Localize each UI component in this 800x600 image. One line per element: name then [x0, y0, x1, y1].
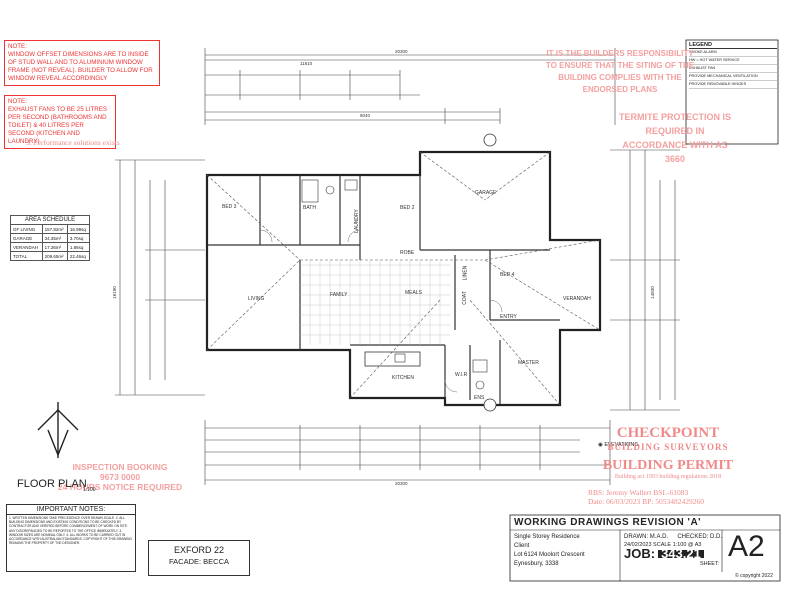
area-schedule-title: AREA SCHEDULE — [10, 215, 90, 224]
legend-item-label: EXHAUST FAN — [689, 66, 716, 70]
project-suburb: Eynesbury, 3338 — [514, 561, 559, 567]
area-schedule-cell: 16.99sq — [66, 224, 91, 234]
legend-item: EXHAUST FAN — [689, 65, 777, 73]
room-meals: MEALS — [405, 290, 422, 296]
room-bed4: BED 4 — [500, 272, 515, 278]
permit-rbs: RBS: Jeremy Wallert BSL-61083 — [588, 488, 689, 497]
design-name: EXFORD 22 — [173, 545, 224, 555]
room-bed2: BED 2 — [400, 205, 415, 211]
area-schedule-cell: TOTAL — [10, 251, 43, 261]
performance-solutions-note: 3. Performance solutions exists — [26, 138, 120, 147]
area-schedule-cell: 34.35m² — [41, 233, 68, 243]
room-coat: COAT — [461, 291, 468, 305]
inspection-title: INSPECTION BOOKING — [72, 462, 168, 472]
room-ens: ENS — [474, 395, 485, 401]
legend-item: PROVIDE MECHANICAL VENTILATION — [689, 73, 777, 81]
important-notes-title: IMPORTANT NOTES: — [7, 505, 135, 515]
dim-right-overall: 14830 — [649, 286, 655, 299]
project-client: Client — [514, 543, 530, 549]
floor-plan-title: FLOOR PLAN 1:100 — [17, 478, 96, 493]
checked-by: CHECKED: D.D. — [677, 534, 722, 540]
copyright: © copyright 2022 — [735, 573, 773, 579]
area-schedule-cell: GARAGE — [10, 233, 43, 243]
legend-item: PROVIDE REMOVABLE HINGES — [689, 81, 777, 89]
design-name-box: EXFORD 22 FACADE: BECCA — [148, 540, 250, 576]
legend-item: HW = HOT WATER SERVICE — [689, 57, 777, 65]
important-notes: IMPORTANT NOTES: 1. WRITTEN DIMENSIONS T… — [6, 504, 136, 572]
legend-item-label: PROVIDE MECHANICAL VENTILATION — [689, 74, 758, 78]
room-wir: W.I.R — [455, 372, 468, 378]
checkpoint-permit-stamp: CHECKPOINT BUILDING SURVEYORS BUILDING P… — [578, 425, 758, 506]
area-schedule-cell: 157.82m² — [41, 224, 68, 234]
room-verandah: VERANDAH — [563, 296, 591, 302]
exhaust-fan-note: NOTE: EXHAUST FANS TO BE 25 LITRES PER S… — [4, 95, 116, 149]
legend-item-label: HW = HOT WATER SERVICE — [689, 58, 740, 62]
checkpoint-title: CHECKPOINT — [616, 425, 720, 441]
job-number: 343.21 — [658, 547, 704, 560]
sheet-label: SHEET: — [700, 561, 720, 567]
dim-left-overall: 16190 — [111, 286, 117, 299]
room-garage: GARAGE — [475, 190, 497, 196]
room-bath: BATH — [303, 205, 316, 211]
elevations-reference: ◉ ELEVATIONS — [598, 442, 639, 448]
floor-plan-scale: 1:100 — [83, 487, 96, 493]
room-robe: ROBE — [400, 250, 415, 256]
area-schedule-cell: GF LIVING — [10, 224, 43, 234]
project-name: Single Storey Residence — [514, 534, 580, 540]
window-offset-note: NOTE: WINDOW OFFSET DIMENSIONS ARE TO IN… — [4, 40, 160, 86]
design-facade: FACADE: BECCA — [168, 557, 229, 566]
building-permit-title: BUILDING PERMIT — [602, 458, 734, 473]
area-schedule-cell: 17.36m² — [41, 242, 68, 252]
sheet-number: A2 — [728, 530, 765, 563]
dim-top-third: 8040 — [360, 113, 371, 118]
room-living: LIVING — [248, 296, 265, 302]
area-schedule-cell: 209.65m² — [41, 251, 68, 261]
room-laundry: LAUNDRY — [353, 209, 360, 233]
permit-act: Building act 1993 building regulations 2… — [614, 474, 722, 480]
drawn-by: DRAWN: M.A.D. — [624, 534, 669, 540]
legend-item-label: SMOKE ALARM — [689, 50, 717, 54]
area-schedule-cell: 3.70sq — [66, 233, 91, 243]
room-bed3: BED 3 — [222, 204, 237, 210]
permit-date: Date: 06/03/2023 BP: 5053482429260 — [588, 497, 705, 506]
area-schedule-cell: 22.46sq — [66, 251, 91, 261]
builder-responsibility-stamp: IT IS THE BUILDERS RESPONSIBILITY TO ENS… — [545, 49, 695, 94]
inspection-notice: 24 HOURS NOTICE REQUIRED — [57, 482, 183, 492]
termite-protection-stamp: TERMITE PROTECTION IS REQUIRED IN ACCORD… — [618, 112, 731, 164]
legend-item: SMOKE ALARM — [689, 49, 777, 57]
legend-item-label: PROVIDE REMOVABLE HINGES — [689, 82, 747, 86]
room-family: FAMILY — [330, 292, 348, 298]
dim-top-second: 11810 — [300, 61, 313, 66]
area-schedule-cell: VERANDAH — [10, 242, 43, 252]
legend-title: LEGEND — [689, 42, 777, 49]
title-block-project: Single Storey Residence Client Lot 6124 … — [514, 533, 585, 569]
room-linen: LINEN — [462, 265, 469, 281]
inspection-phone: 9673 0000 — [99, 472, 141, 482]
checkpoint-subtitle: BUILDING SURVEYORS — [607, 442, 729, 452]
important-notes-body: 1. WRITTEN DIMENSIONS TAKE PRECEDENCE OV… — [9, 516, 132, 546]
legend: LEGEND SMOKE ALARM HW = HOT WATER SERVICE… — [689, 42, 777, 89]
date-scale: 24/02/2023 SCALE 1:100 @ A3 — [624, 542, 702, 548]
room-kitchen: KITCHEN — [392, 375, 414, 381]
job-label: JOB: — [624, 546, 656, 561]
title-block-heading: WORKING DRAWINGS REVISION 'A' — [514, 517, 702, 528]
room-entry: ENTRY — [500, 314, 517, 320]
area-schedule-cell: 1.86sq — [66, 242, 91, 252]
title-block-details: DRAWN: M.A.D. CHECKED: D.D. 24/02/2023 S… — [624, 533, 722, 561]
room-master: MASTER — [518, 360, 539, 366]
project-address: Lot 6124 Moolort Crescent — [514, 552, 585, 558]
elevation-marker-icon: ◉ — [598, 442, 605, 448]
inspection-booking-stamp: INSPECTION BOOKING 9673 0000 24 HOURS NO… — [40, 462, 200, 492]
dim-top-overall: 20300 — [395, 49, 408, 54]
dim-bottom-overall: 20300 — [395, 481, 408, 486]
